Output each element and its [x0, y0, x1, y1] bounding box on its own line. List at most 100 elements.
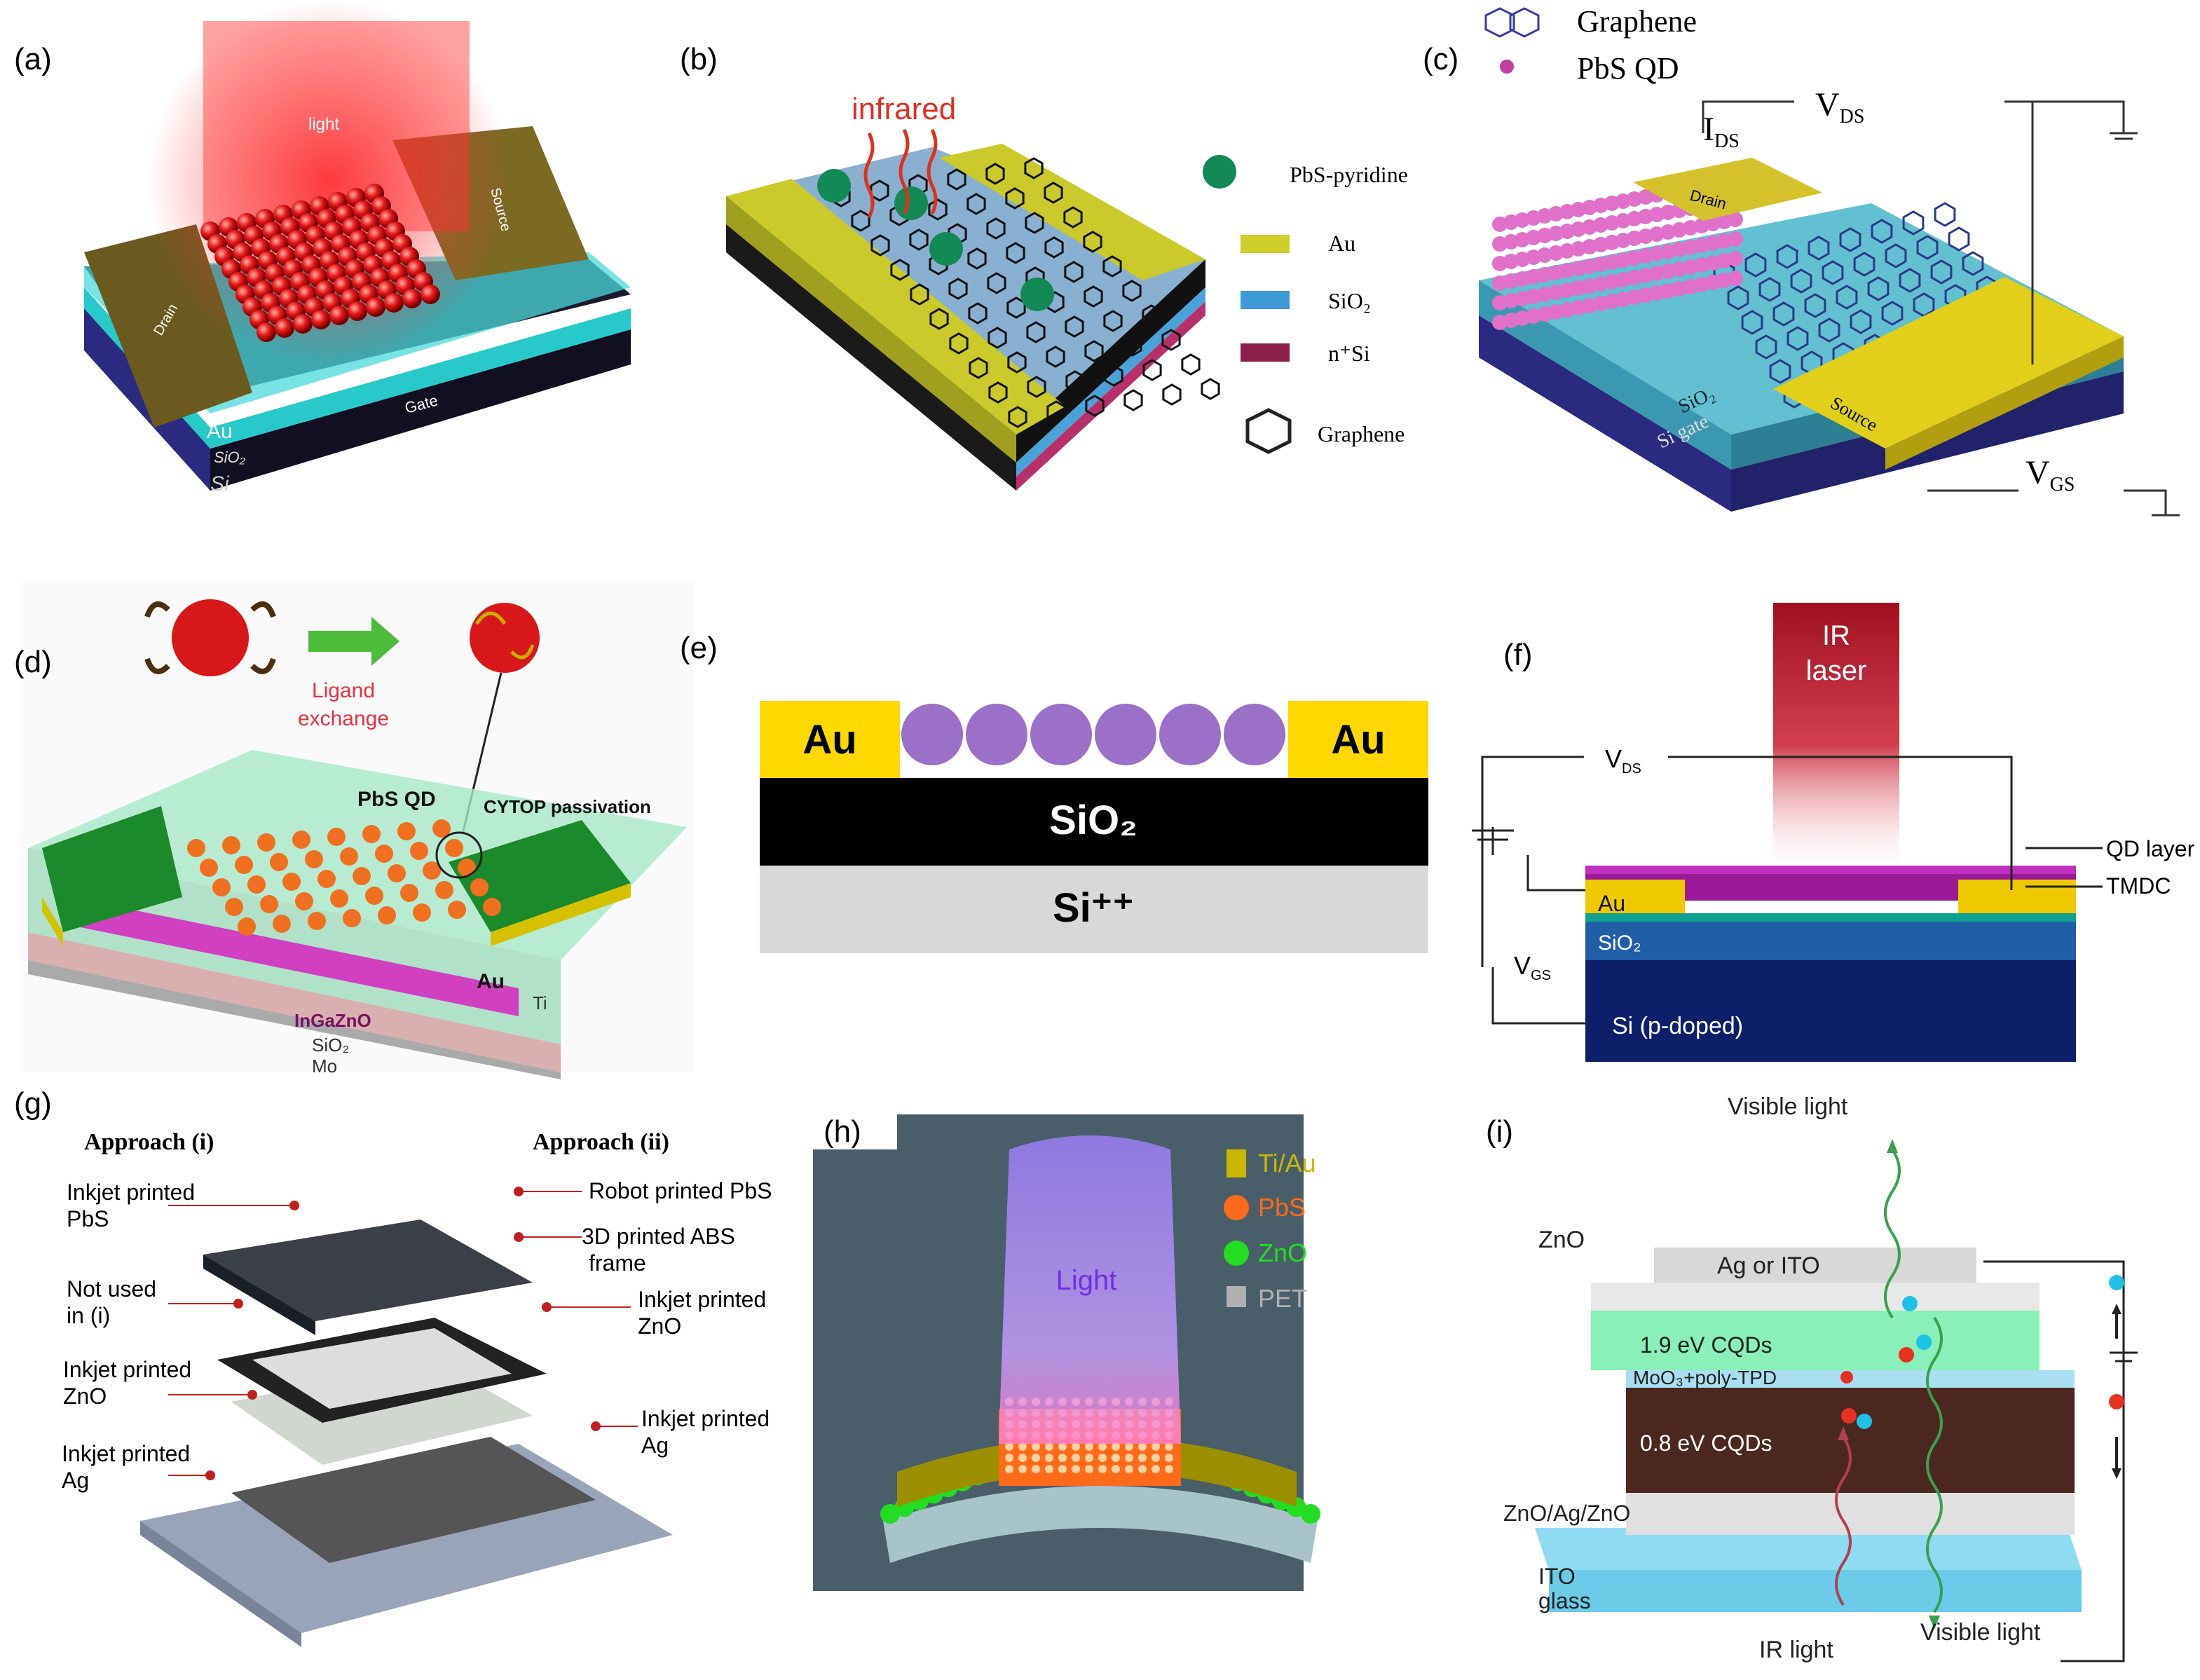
- vds-label: VDS: [1605, 744, 1641, 777]
- graphene-hex: [988, 381, 1008, 404]
- qd-cluster-before: [172, 599, 249, 676]
- pbs-dot: [1098, 1454, 1107, 1462]
- qd-sphere: [366, 297, 385, 317]
- graphene-hex: [1853, 252, 1876, 277]
- graphene-hex: [870, 234, 890, 257]
- ligand-exchange-arrow: [308, 617, 399, 666]
- pbs-dot: [1072, 1454, 1080, 1462]
- graphene-hex: [949, 332, 969, 355]
- panel-b-figure: infrared PbS-pyridine Au SiO₂ n⁺Si Graph…: [726, 92, 1408, 491]
- graphene-hex: [1201, 378, 1220, 400]
- pbs-dot: [1085, 1465, 1093, 1473]
- mo-label: Mo: [312, 1056, 337, 1077]
- ingazno-layer: [70, 897, 519, 1016]
- graphene-hex: [1161, 329, 1181, 351]
- visible-light-bottom-label: Visible light: [1920, 1619, 2041, 1646]
- graphene-hex: [1948, 226, 1970, 252]
- qd-sphere: [483, 898, 501, 916]
- au-electrode-right: [939, 144, 1205, 280]
- graphene-hex: [1104, 364, 1123, 387]
- graphene-hex: [1027, 376, 1046, 398]
- pbs-dot: [1138, 1465, 1147, 1473]
- qd-highlight-circle: [435, 831, 483, 879]
- graphene-hex: [1123, 334, 1142, 357]
- ito-glass: [1535, 1528, 2082, 1570]
- left-label-3: Not used: [67, 1276, 156, 1302]
- qd-sphere: [260, 895, 278, 913]
- approach-ii-label: Approach (ii): [533, 1129, 669, 1155]
- qd-sphere: [413, 903, 431, 922]
- graphene-hex: [870, 179, 889, 202]
- left-label-2: PbS: [67, 1206, 109, 1231]
- graphene-hex: [1758, 277, 1781, 302]
- panel-label-e: (e): [680, 631, 718, 665]
- qd-sphere: [327, 828, 346, 846]
- pbs-dot: [1152, 1465, 1160, 1473]
- pbs-dot: [1152, 1454, 1160, 1462]
- qd-layer-label: QD layer: [2106, 836, 2195, 861]
- graphene-hex: [1142, 304, 1161, 327]
- sio2-label: SiO₂: [1598, 931, 1641, 955]
- panel-label-a: (a): [14, 42, 52, 76]
- graphene-hex: [968, 302, 988, 325]
- qd-sphere: [470, 878, 488, 896]
- qd-sphere: [275, 318, 294, 338]
- infrared-label: infrared: [852, 92, 956, 126]
- graphene-hex: [1867, 276, 1890, 301]
- panel-h: Light Ti/Au PbS ZnO PET (h): [806, 1079, 1430, 1680]
- graphene-hex: [1046, 400, 1066, 423]
- ti-label: Ti: [533, 992, 547, 1013]
- graphene-hex: [1871, 219, 1893, 244]
- qd-sphere: [295, 892, 313, 910]
- graphene-hex: [1934, 202, 1956, 227]
- au-label: Au: [477, 970, 505, 993]
- qd-sphere: [410, 842, 428, 860]
- ir-light-label: IR light: [1759, 1637, 1833, 1663]
- legend-sio2-label: SiO₂: [1328, 288, 1371, 313]
- graphene-hex: [1084, 285, 1103, 308]
- graphene-hex: [1769, 359, 1791, 384]
- panel-label-c: (c): [1423, 42, 1459, 76]
- mo-layer: [28, 960, 561, 1079]
- qd-particle: [966, 704, 1027, 765]
- qd-sphere: [235, 856, 253, 874]
- graphene-hex: [1122, 280, 1142, 302]
- hole-icon: [2109, 1394, 2124, 1409]
- au-left: [760, 701, 900, 778]
- qd-sphere: [257, 322, 276, 342]
- graphene-hex: [1818, 317, 1840, 343]
- qd-sphere: [329, 306, 349, 325]
- qd-sphere: [362, 825, 381, 843]
- graphene-hex: [1776, 244, 1798, 269]
- pbs-qd-label: PbS QD: [357, 788, 436, 811]
- right-label-2: 3D printed ABS: [582, 1224, 735, 1249]
- qd-sphere: [317, 870, 336, 888]
- graphene-hex: [1085, 395, 1105, 417]
- pbs-qd-array: [187, 819, 501, 936]
- qd-sphere: [200, 859, 218, 877]
- qd-sphere: [397, 822, 416, 840]
- qd-sphere: [257, 833, 275, 852]
- qd-sphere: [353, 867, 371, 885]
- right-label-1: Robot printed PbS: [589, 1178, 772, 1203]
- pbs-dot: [1032, 1465, 1040, 1473]
- legend-sio2-swatch: [1241, 291, 1290, 309]
- graphene-hex: [1005, 187, 1025, 210]
- cytop-label: CYTOP passivation: [484, 796, 651, 817]
- qd-sphere: [388, 864, 406, 882]
- approach-i-label: Approach (i): [84, 1129, 214, 1155]
- graphene-hex: [928, 198, 948, 221]
- pbs-dot: [1072, 1465, 1080, 1473]
- graphene-hex: [1063, 206, 1083, 228]
- ag-ito-electrode: [1654, 1248, 1976, 1283]
- panel-i: Visible light Ag or ITO ZnO 1.9 eV CQDs …: [1451, 1079, 2200, 1680]
- graphene-hex: [1741, 310, 1763, 335]
- qd-sphere: [238, 917, 256, 936]
- legend-tiau-swatch: [1227, 1149, 1246, 1177]
- panel-label-g: (g): [14, 1086, 52, 1121]
- graphene-hex: [1744, 252, 1767, 278]
- graphene-hex: [1881, 301, 1904, 326]
- panel-label-i: (i): [1486, 1114, 1514, 1149]
- qd-particle: [901, 704, 963, 765]
- legend-zno-swatch: [1224, 1241, 1249, 1266]
